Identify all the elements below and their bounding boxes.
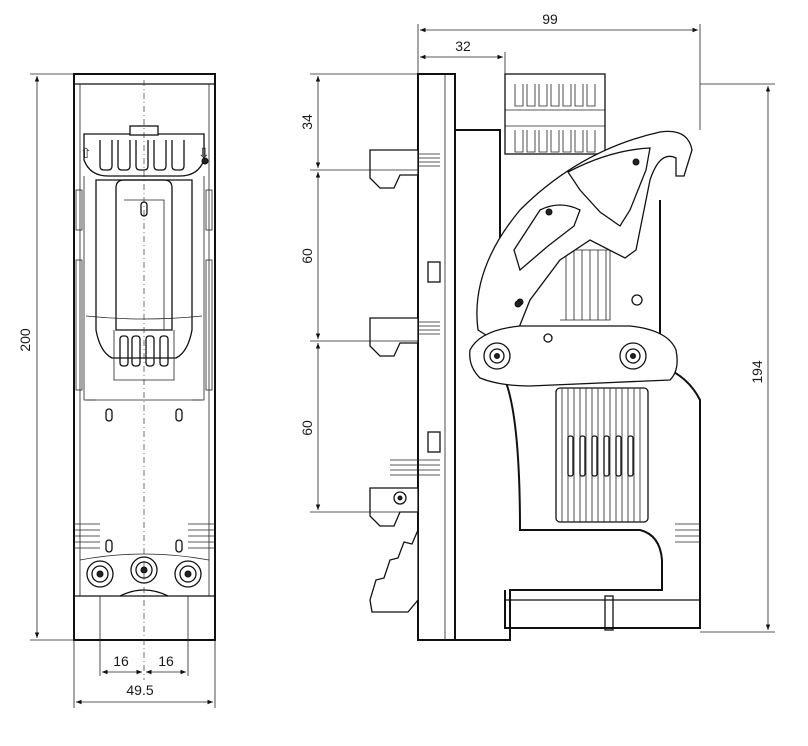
front-handle-cap: ⇧ ⇩ xyxy=(80,125,210,177)
side-release-lever xyxy=(369,529,419,613)
front-handle-grip xyxy=(95,179,193,381)
dim-16-left-label: 16 xyxy=(113,653,129,669)
dim-200: 200 xyxy=(17,73,74,641)
dim-60-lower-label: 60 xyxy=(299,420,315,436)
side-mid-fins xyxy=(560,249,611,321)
side-top-fins xyxy=(504,73,606,155)
side-main-body xyxy=(454,129,663,641)
side-lower-fins xyxy=(555,387,649,523)
front-outer-body xyxy=(73,73,216,641)
dim-194: 194 xyxy=(700,83,775,633)
side-pivot-plate xyxy=(469,294,678,387)
dim-vertical-pitch: 34 60 60 xyxy=(299,73,418,513)
arrow-up-icon: ⇧ xyxy=(80,145,92,161)
dim-terminal-spacing: 16 16 xyxy=(99,596,189,676)
front-lower-body xyxy=(74,408,215,561)
side-rail-clips xyxy=(369,149,441,527)
dim-16-right-label: 16 xyxy=(158,653,174,669)
side-handle-arm xyxy=(476,130,693,351)
dim-49-5: 49.5 xyxy=(73,640,216,708)
arrow-down-icon: ⇩ xyxy=(198,145,210,161)
dim-34-label: 34 xyxy=(299,114,315,130)
side-base-plate xyxy=(417,73,456,641)
side-view: 99 32 34 60 60 194 xyxy=(299,11,775,641)
side-right-fins xyxy=(675,523,700,543)
dim-49-5-label: 49.5 xyxy=(126,682,153,698)
dim-60-upper-label: 60 xyxy=(299,248,315,264)
dim-32-label: 32 xyxy=(455,38,471,54)
front-view: ⇧ ⇩ xyxy=(17,73,216,708)
dim-99: 99 xyxy=(417,11,701,130)
dim-99-label: 99 xyxy=(542,11,558,27)
dim-200-label: 200 xyxy=(17,328,33,352)
dim-32: 32 xyxy=(420,38,506,74)
front-side-rails xyxy=(75,176,213,401)
dim-194-label: 194 xyxy=(749,360,765,384)
